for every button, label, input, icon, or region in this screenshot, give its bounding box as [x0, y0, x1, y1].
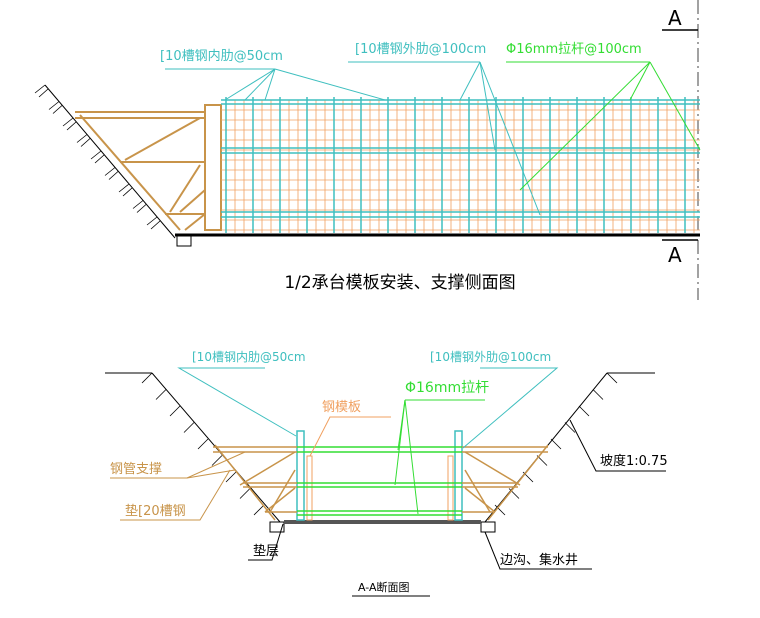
label-tie-rod: Φ16mm拉杆@100cm — [506, 42, 642, 57]
hatch-mark — [66, 121, 77, 131]
leader-lines — [165, 61, 701, 216]
label-channel-pad: 垫[20槽钢 — [125, 503, 186, 519]
side-view: A A — [34, 0, 701, 300]
side-view-title: 1/2承台模板安装、支撑侧面图 — [284, 273, 515, 293]
hatch-mark — [122, 187, 133, 197]
hatch-mark — [90, 150, 102, 160]
label-pipe-support: 钢管支撑 — [110, 462, 162, 477]
hatch-mark — [104, 167, 116, 176]
left-ditch — [269, 521, 285, 533]
hatch-mark — [38, 88, 49, 98]
hatch-mark — [34, 84, 46, 94]
right-steel-form — [447, 455, 454, 521]
hatch-mark — [155, 389, 167, 400]
hatch-mark — [48, 101, 60, 110]
section-label-inner-rib: [10槽钢内肋@50cm — [192, 349, 306, 364]
hatch-mark — [94, 154, 105, 164]
hatch-mark — [108, 171, 119, 180]
label-steel-form: 钢模板 — [322, 400, 361, 415]
left-rib — [296, 430, 305, 521]
end-formwork — [204, 104, 222, 231]
section-mark-bottom: A — [668, 243, 682, 267]
hatch-mark — [136, 204, 147, 213]
label-slope: 坡度1:0.75 — [600, 453, 668, 469]
pipe-supports — [213, 444, 549, 521]
hatch-mark — [550, 438, 562, 450]
hatch-mark — [62, 117, 74, 127]
hatch-mark — [80, 138, 91, 147]
section-leader-lines — [110, 367, 666, 597]
hatch-mark — [239, 488, 251, 499]
slope-hatch — [34, 84, 161, 230]
hatch-mark — [169, 405, 181, 417]
label-inner-rib: [10槽钢内肋@50cm — [160, 48, 283, 64]
right-ditch — [480, 521, 496, 533]
hatch-mark — [183, 422, 195, 433]
section-label-outer-rib: [10槽钢外肋@100cm — [430, 349, 551, 364]
hatch-mark — [211, 455, 223, 466]
left-steel-form — [306, 455, 313, 521]
hatch-mark — [253, 504, 265, 516]
pipe-support-bracing — [75, 111, 206, 231]
hatch-mark — [150, 220, 161, 230]
section-view: [10槽钢内肋@50cm [10槽钢外肋@100cm Φ16mm拉杆 钢模板 钢… — [105, 349, 668, 597]
hatch-mark — [118, 183, 130, 193]
hatch-mark — [76, 134, 88, 143]
hatch-mark — [225, 471, 237, 483]
ditch — [176, 235, 192, 247]
hatch-mark — [146, 216, 158, 226]
section-mark-top: A — [668, 6, 682, 30]
hatch-mark — [564, 422, 576, 433]
label-cushion: 垫层 — [253, 543, 279, 559]
formwork-grid — [221, 97, 700, 233]
hatch-mark — [132, 200, 144, 209]
tie-rods — [297, 446, 462, 516]
label-outer-rib: [10槽钢外肋@100cm — [355, 42, 486, 57]
section-label-tie-rod: Φ16mm拉杆 — [405, 380, 489, 396]
excavation-slope — [44, 84, 176, 239]
hatch-mark — [508, 488, 520, 499]
hatch-mark — [141, 372, 153, 384]
right-rib — [454, 430, 463, 521]
section-view-title: A-A断面图 — [358, 580, 410, 594]
hatch-mark — [578, 405, 590, 417]
hatch-mark — [52, 105, 63, 114]
hatch-mark — [494, 504, 506, 516]
label-ditch: 边沟、集水井 — [500, 552, 578, 568]
hatch-mark — [592, 389, 604, 400]
hatch-mark — [197, 438, 209, 450]
cushion-layer — [284, 520, 481, 524]
hatch-mark — [606, 372, 618, 384]
